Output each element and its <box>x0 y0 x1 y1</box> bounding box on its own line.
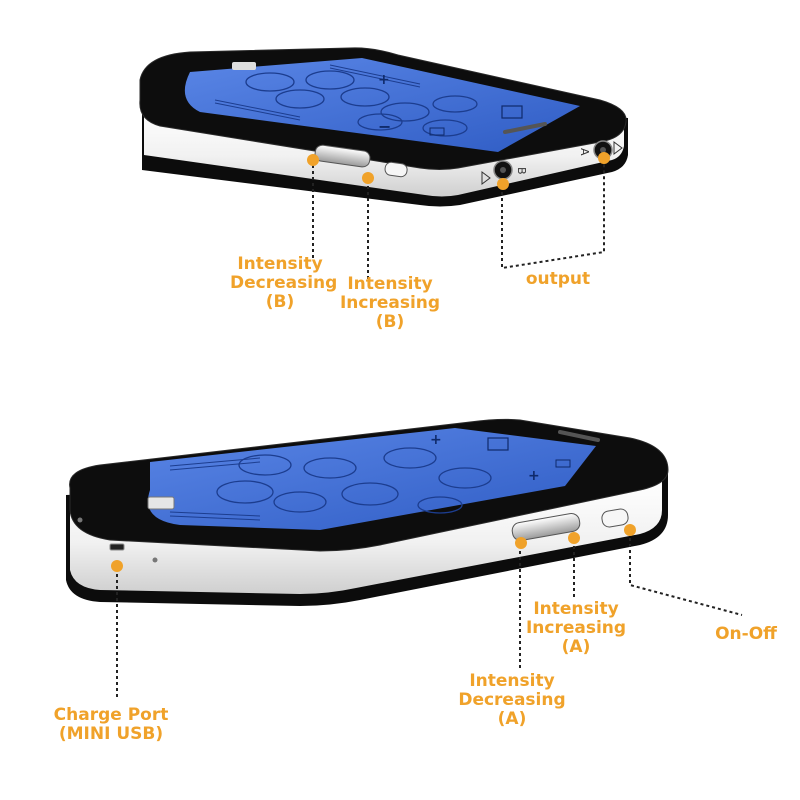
label-intensity-increasing-a: Intensity Increasing (A) <box>522 600 630 657</box>
label-on-off: On-Off <box>706 625 786 644</box>
output-jack-b-hole <box>500 167 506 173</box>
device-bottom-screen-pads <box>216 447 492 514</box>
label-line: Intensity <box>347 274 433 294</box>
label-output: output <box>518 270 598 289</box>
label-line: output <box>525 269 591 289</box>
label-line: Intensity <box>469 671 555 691</box>
device-top-screen-pads <box>245 70 478 137</box>
device-bottom-screen-plus-lower: + <box>528 468 540 484</box>
device-top-screen-minus: − <box>378 117 391 136</box>
device-top-speaker-slot <box>503 122 547 134</box>
label-charge-port: Charge Port (MINI USB) <box>46 706 176 744</box>
device-bottom-lcd-indicator <box>487 437 509 451</box>
device-bottom: + + <box>66 418 669 606</box>
intensity-a-rocker-button[interactable] <box>511 512 581 542</box>
device-bottom-side-notch <box>147 496 175 510</box>
label-line: Increasing <box>339 293 441 313</box>
device-top: + − B A <box>139 47 628 207</box>
device-bottom-battery-indicator <box>555 459 571 468</box>
jack-a-triangle-icon <box>613 141 623 155</box>
device-top-battery-indicator <box>429 127 445 136</box>
device-top-screen-ticks <box>214 64 421 121</box>
label-line: (B) <box>375 312 405 332</box>
label-line: On-Off <box>715 624 777 644</box>
output-jack-a-hole <box>600 147 606 153</box>
device-bottom-screen-plus-top: + <box>430 432 442 448</box>
device-bottom-screen-ticks <box>169 457 261 521</box>
top-leader-lines <box>312 160 605 282</box>
label-line: Decreasing <box>458 690 566 710</box>
label-line: Decreasing <box>230 273 338 293</box>
label-intensity-decreasing-a: Intensity Decreasing (A) <box>456 672 568 729</box>
jack-a-label: A <box>578 148 591 156</box>
label-line: Charge Port <box>53 705 169 725</box>
intensity-b-rocker-button[interactable] <box>314 144 371 168</box>
bottom-leader-lines <box>116 532 743 700</box>
label-line: (A) <box>497 709 527 729</box>
label-line: Intensity <box>237 254 323 274</box>
jack-b-label: B <box>515 167 528 175</box>
power-switch-top[interactable] <box>384 161 408 178</box>
top-callout-dots <box>307 152 610 190</box>
jack-b-triangle-icon <box>481 171 491 185</box>
label-line: (A) <box>561 637 591 657</box>
screw-left <box>77 517 83 523</box>
device-top-lcd-indicator <box>501 105 523 119</box>
device-top-screen <box>184 58 580 152</box>
screw-right <box>152 557 158 563</box>
device-bottom-screen <box>148 428 596 530</box>
device-top-top-notch <box>232 62 256 70</box>
label-intensity-decreasing-b: Intensity Decreasing (B) <box>230 254 338 312</box>
label-line: (MINI USB) <box>58 724 164 744</box>
label-line: Increasing <box>525 618 627 638</box>
device-top-screen-plus: + <box>378 72 390 88</box>
label-intensity-increasing-b: Intensity Increasing (B) <box>335 275 445 332</box>
on-off-switch[interactable] <box>601 508 629 528</box>
label-line: (B) <box>265 292 295 312</box>
mini-usb-port[interactable] <box>109 543 125 551</box>
device-bottom-speaker-slot <box>558 430 600 442</box>
label-line: Intensity <box>533 599 619 619</box>
bottom-callout-dots <box>111 524 636 572</box>
